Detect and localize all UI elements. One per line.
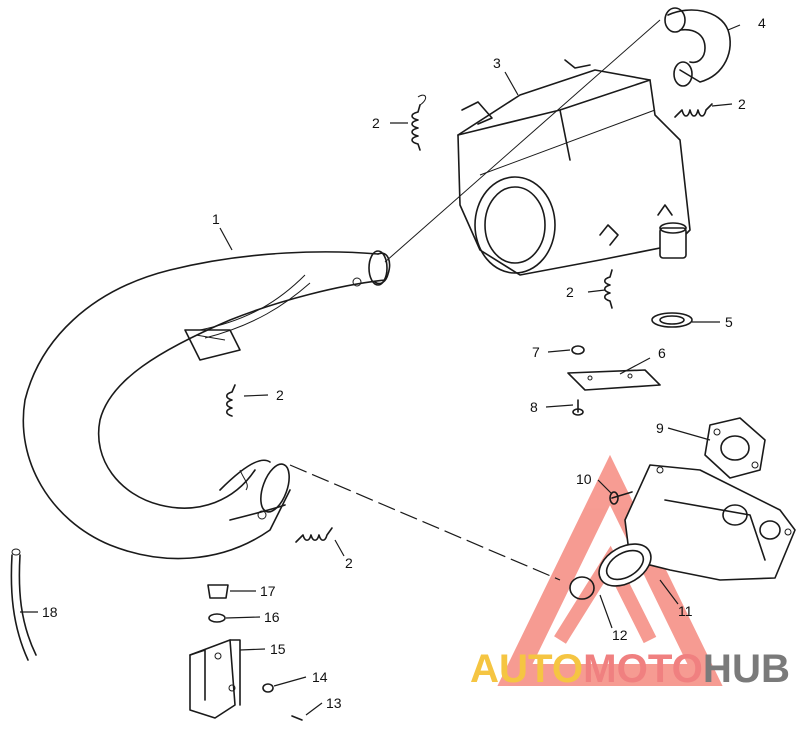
bolt-8 — [572, 399, 584, 416]
callout-11: 11 — [678, 603, 693, 619]
watermark-logo: AUTOMOTOHUB — [470, 647, 790, 691]
callout-13: 13 — [326, 695, 342, 711]
watermark-part-auto: AUTO — [470, 647, 583, 691]
bracket — [189, 639, 241, 719]
watermark-part-moto: MOTO — [583, 647, 703, 691]
callout-labels: 1 2 2 2 2 2 3 4 5 6 7 8 9 10 11 12 13 14… — [42, 15, 766, 711]
callout-15: 15 — [270, 641, 286, 657]
spring-lower-left — [225, 384, 236, 417]
expansion-chamber-pipe — [22, 250, 391, 560]
flange-gasket — [704, 417, 766, 479]
callout-18: 18 — [42, 604, 58, 620]
svg-text:AUTOMOTOHUB: AUTOMOTOHUB — [470, 647, 790, 691]
callout-17: 17 — [260, 583, 276, 599]
callout-14: 14 — [312, 669, 328, 685]
callout-2-upper-left: 2 — [372, 115, 380, 131]
strap — [10, 548, 37, 661]
spring-lower-middle — [295, 527, 333, 543]
callout-1: 1 — [212, 211, 220, 227]
callout-9: 9 — [656, 420, 664, 436]
callout-10: 10 — [576, 471, 592, 487]
leader-lines — [20, 24, 741, 716]
callout-7: 7 — [532, 344, 540, 360]
bolt-10 — [609, 491, 633, 505]
assembly-line — [289, 464, 561, 581]
mounting-plate — [567, 369, 661, 391]
nut-7 — [571, 345, 585, 355]
callout-2-upper-right: 2 — [738, 96, 746, 112]
watermark-part-hub: HUB — [703, 647, 790, 691]
callout-16: 16 — [264, 609, 280, 625]
muffler-box — [457, 59, 691, 276]
cap-17 — [207, 584, 229, 599]
spring-middle — [603, 269, 613, 309]
nut-14 — [262, 683, 274, 693]
bolt-13 — [291, 715, 303, 721]
callout-3: 3 — [493, 55, 501, 71]
callout-2-lower-middle: 2 — [345, 555, 353, 571]
callout-8: 8 — [530, 399, 538, 415]
callout-12: 12 — [612, 627, 628, 643]
washer-16 — [208, 613, 226, 623]
callout-2-middle: 2 — [566, 284, 574, 300]
spring-upper-right — [674, 103, 713, 118]
callout-2-lower-left: 2 — [276, 387, 284, 403]
gasket-ring — [651, 312, 693, 328]
callout-6: 6 — [658, 345, 666, 361]
seal-ring — [569, 576, 595, 600]
callout-4: 4 — [758, 15, 766, 31]
spring-upper-left — [411, 94, 427, 151]
curved-tailpipe — [384, 7, 731, 263]
exhaust-manifold — [598, 464, 796, 587]
callout-5: 5 — [725, 314, 733, 330]
